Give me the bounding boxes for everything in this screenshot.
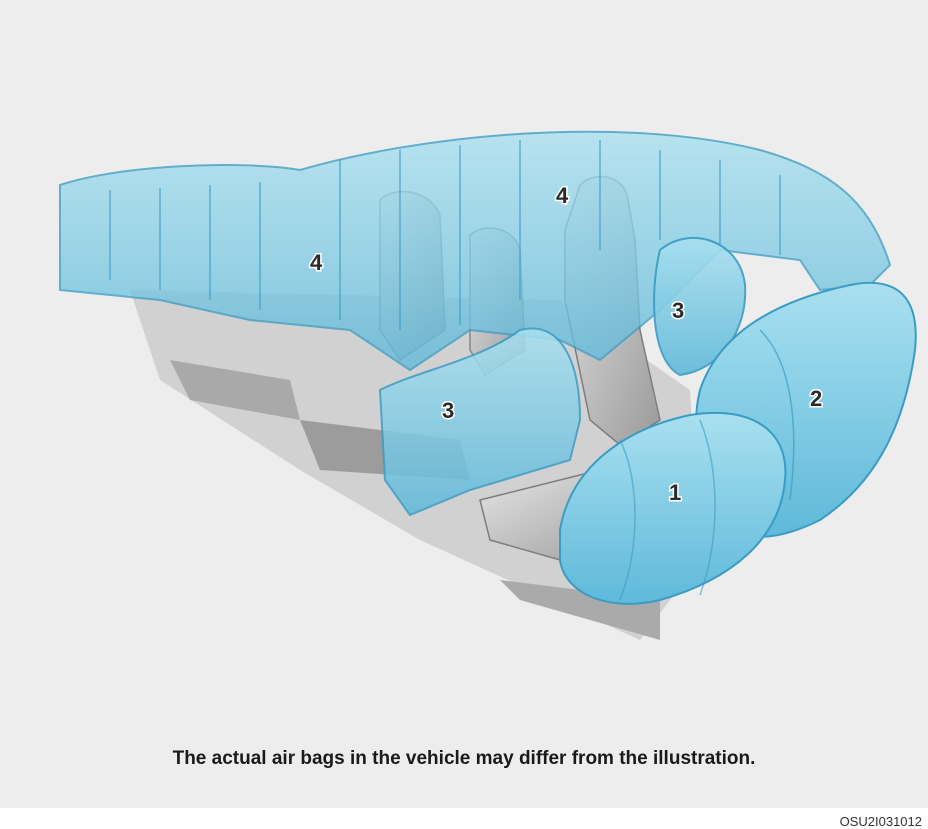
callout-4-rear-label: 4 <box>310 250 323 275</box>
callout-1-label: 1 <box>669 480 681 505</box>
figure-caption: The actual air bags in the vehicle may d… <box>0 748 928 770</box>
callout-4-front-label: 4 <box>556 183 569 208</box>
callout-3-front-label: 3 <box>672 298 684 323</box>
callout-2-label: 2 <box>810 386 822 411</box>
figure-code: OSU2I031012 <box>840 815 922 829</box>
callout-3-rear-label: 3 <box>442 398 454 423</box>
airbag-illustration: 1 2 3 3 4 4 <box>0 0 928 700</box>
